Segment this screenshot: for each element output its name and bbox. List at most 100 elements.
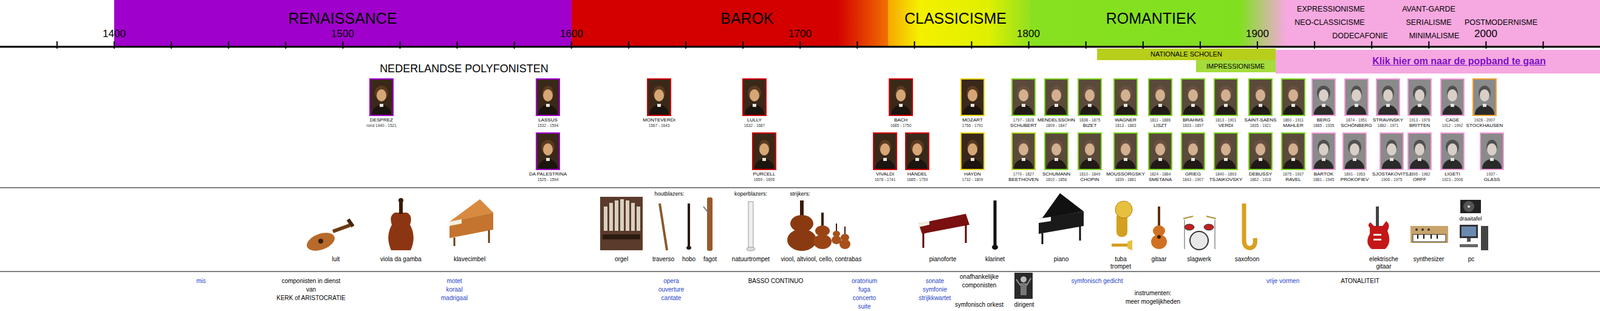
composer-card: SCHUMANN1810 - 1856 <box>1042 132 1071 183</box>
portrait-face <box>1018 89 1029 102</box>
portrait-image <box>1377 79 1399 115</box>
oboe-drawing <box>687 203 691 247</box>
text-label: 1900 <box>1245 27 1269 41</box>
synthesizer-drawing <box>1423 234 1425 239</box>
portrait-face <box>1288 143 1299 156</box>
text-anchor: EXPRESSIONISME <box>1296 4 1365 14</box>
portrait-image <box>1045 79 1068 115</box>
portrait-face <box>1155 143 1166 156</box>
turntable-drawing <box>1460 199 1481 214</box>
text-anchor: 1900 <box>1245 27 1269 41</box>
text-anchor: oratorium <box>851 277 878 285</box>
turntable-drawing <box>1463 201 1475 212</box>
portrait-face <box>1255 89 1266 102</box>
text-label: hobo <box>682 255 696 264</box>
text-label: van <box>306 286 316 294</box>
portrait-frame <box>1180 132 1206 171</box>
portrait-collar <box>1158 103 1163 107</box>
composer-dates: 1912 - 1992 <box>1440 122 1465 129</box>
portrait-image <box>1441 79 1464 115</box>
text-anchor: hobo <box>682 255 696 264</box>
drums-drawing <box>1189 231 1209 250</box>
band-label: MINIMALISME <box>1409 31 1460 41</box>
text-anchor: klarinet <box>985 255 1005 264</box>
band-label: IMPRESSIONISME <box>1206 62 1265 71</box>
text-anchor: NATIONALE SCHOLEN <box>1150 50 1223 59</box>
text-label: houtblazers: <box>654 190 684 197</box>
text-label: symfonie <box>922 286 948 294</box>
portrait-face <box>1255 143 1266 156</box>
portrait-face <box>543 89 553 102</box>
conductor-photo <box>1014 272 1033 299</box>
portrait-collar <box>1417 157 1422 161</box>
text-label: viola da gamba <box>380 255 422 264</box>
band-label: POSTMODERNISME <box>1464 18 1538 27</box>
natural-trumpet-drawing <box>746 247 756 251</box>
text-label: draaitafel <box>1459 215 1482 222</box>
portrait-face <box>1051 143 1062 156</box>
electric-guitar-drawing <box>1367 206 1390 250</box>
axis-tick <box>1428 41 1430 49</box>
portrait-face <box>1487 143 1497 156</box>
piano-drawing <box>1041 233 1044 245</box>
composer-name: MONTEVERDI <box>642 117 675 123</box>
portrait-collar <box>1321 103 1326 107</box>
strings-drawing <box>787 229 817 251</box>
text-anchor: SERIALISME <box>1405 18 1452 27</box>
synthesizer-drawing <box>1427 228 1430 231</box>
portrait-image <box>1441 133 1464 169</box>
portrait-collar <box>883 157 887 161</box>
composer-card: 1840 - 1893TSJAIKOVSKY <box>1209 132 1243 183</box>
portrait-image <box>536 133 559 169</box>
text-anchor: madrigaal <box>441 294 468 302</box>
saxophone-drawing <box>1244 203 1255 248</box>
composer-card: 1913 - 1976BRITTEN <box>1407 78 1432 129</box>
portrait-frame <box>1407 132 1432 171</box>
composer-name: PURCELL <box>752 171 777 177</box>
harpsichord-drawing <box>449 212 494 239</box>
portrait-face <box>912 143 923 156</box>
portrait-face <box>895 89 906 102</box>
portrait-collar <box>1123 157 1128 161</box>
axis-tick <box>971 41 973 49</box>
portrait-collar <box>1158 157 1163 161</box>
composer-card: BRAHMS1833 - 1897 <box>1180 78 1206 129</box>
portrait-image <box>961 133 984 169</box>
composer-dates: 1732 - 1809 <box>960 176 985 183</box>
composer-card: SAINT-SAËNS1835 - 1921 <box>1244 78 1277 129</box>
band-label: CLASSICISME <box>904 9 1007 28</box>
portrait-image <box>1182 133 1204 169</box>
harpsichord-drawing <box>488 230 491 243</box>
computer-drawing <box>1466 238 1471 242</box>
viola-da-gamba-drawing <box>388 212 414 251</box>
text-anchor: componisten in dienst <box>281 277 341 285</box>
text-anchor: synthesizer <box>1413 255 1445 264</box>
composer-name: SCHUMANN <box>1042 171 1071 177</box>
portrait-image <box>1249 133 1272 169</box>
portrait-face <box>967 89 978 102</box>
organ-drawing <box>625 200 630 231</box>
computer-drawing <box>1459 224 1489 251</box>
portrait-frame <box>1379 132 1404 171</box>
text-label: opera <box>663 277 680 285</box>
band-label: ROMANTIEK <box>1106 9 1197 28</box>
composer-name: DESPREZ <box>366 117 397 123</box>
portrait-frame <box>1375 78 1401 117</box>
portrait-collar <box>1191 157 1195 161</box>
text-label: pianoforte <box>929 255 957 264</box>
text-label: slagwerk <box>1186 255 1211 264</box>
portrait-face <box>1084 143 1095 156</box>
portrait-collar <box>1191 103 1195 107</box>
portrait-frame <box>535 78 561 117</box>
composer-card: 1811 - 1886LISZT <box>1148 78 1173 129</box>
composer-dates: 1678 - 1741 <box>872 176 898 183</box>
portrait-image <box>1312 133 1335 169</box>
composer-card: 1875 - 1937RAVEL <box>1281 132 1306 183</box>
text-label: koperblazers: <box>734 190 768 197</box>
portrait-collar <box>1258 157 1263 161</box>
guitar-drawing <box>1157 206 1161 226</box>
text-label: gitaar <box>1375 263 1392 271</box>
text-anchor: klavecimbel <box>453 255 486 264</box>
composer-name: STRAVINSKY <box>1372 117 1404 123</box>
text-label: KERK of ARISTOCRATIE <box>276 294 346 302</box>
